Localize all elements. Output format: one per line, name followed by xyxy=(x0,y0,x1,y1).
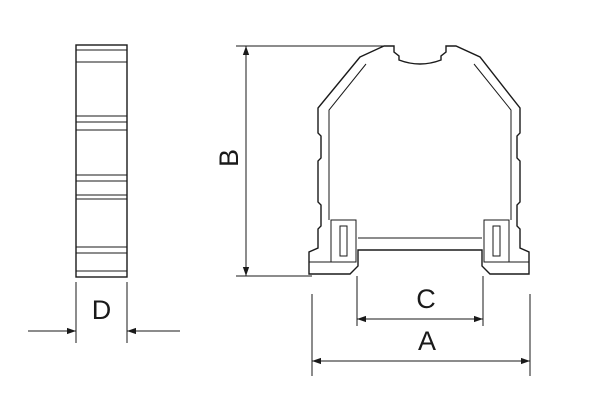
dimension-a-label: A xyxy=(418,326,436,356)
front-view-inner-contour-left xyxy=(328,63,367,220)
dimension-b: B xyxy=(214,45,384,277)
front-view xyxy=(308,45,530,275)
dimension-c: C xyxy=(356,276,484,326)
side-view-outline xyxy=(75,44,128,278)
side-view xyxy=(75,44,128,278)
front-view-inner-contour-right xyxy=(473,63,512,220)
dimension-c-label: C xyxy=(416,284,436,314)
dimension-d-label: D xyxy=(92,295,112,325)
front-view-rail-clip-left xyxy=(330,219,357,263)
dimension-b-label: B xyxy=(214,149,244,167)
front-view-rail-clip-left-tab xyxy=(339,225,348,257)
dimension-d: D xyxy=(28,282,180,343)
front-view-rail-clip-right-tab xyxy=(492,225,501,257)
front-view-body-outline xyxy=(308,45,530,275)
dimension-a: A xyxy=(311,294,531,376)
